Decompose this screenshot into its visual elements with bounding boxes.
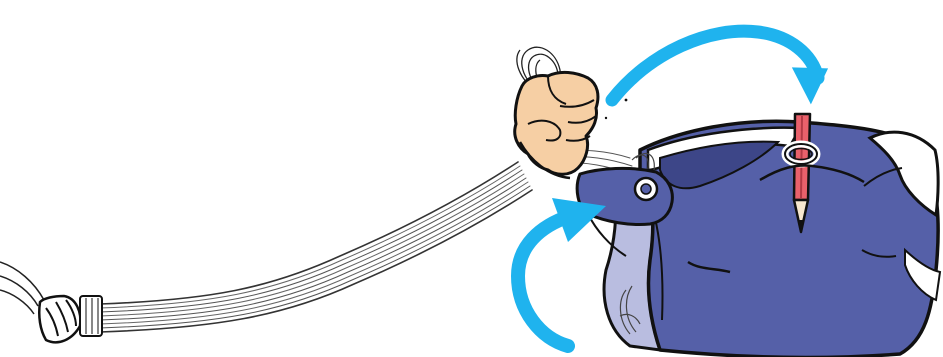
grommet: [633, 176, 659, 202]
suspension-lines-bundle: [84, 134, 633, 334]
closing-pencil: [759, 112, 865, 234]
connector-link: [0, 261, 103, 344]
hand-holding-lines: [513, 46, 628, 180]
deployment-bag: [602, 119, 942, 357]
direction-arrow-bottom: [510, 198, 606, 353]
direction-arrow-top: [605, 24, 829, 107]
